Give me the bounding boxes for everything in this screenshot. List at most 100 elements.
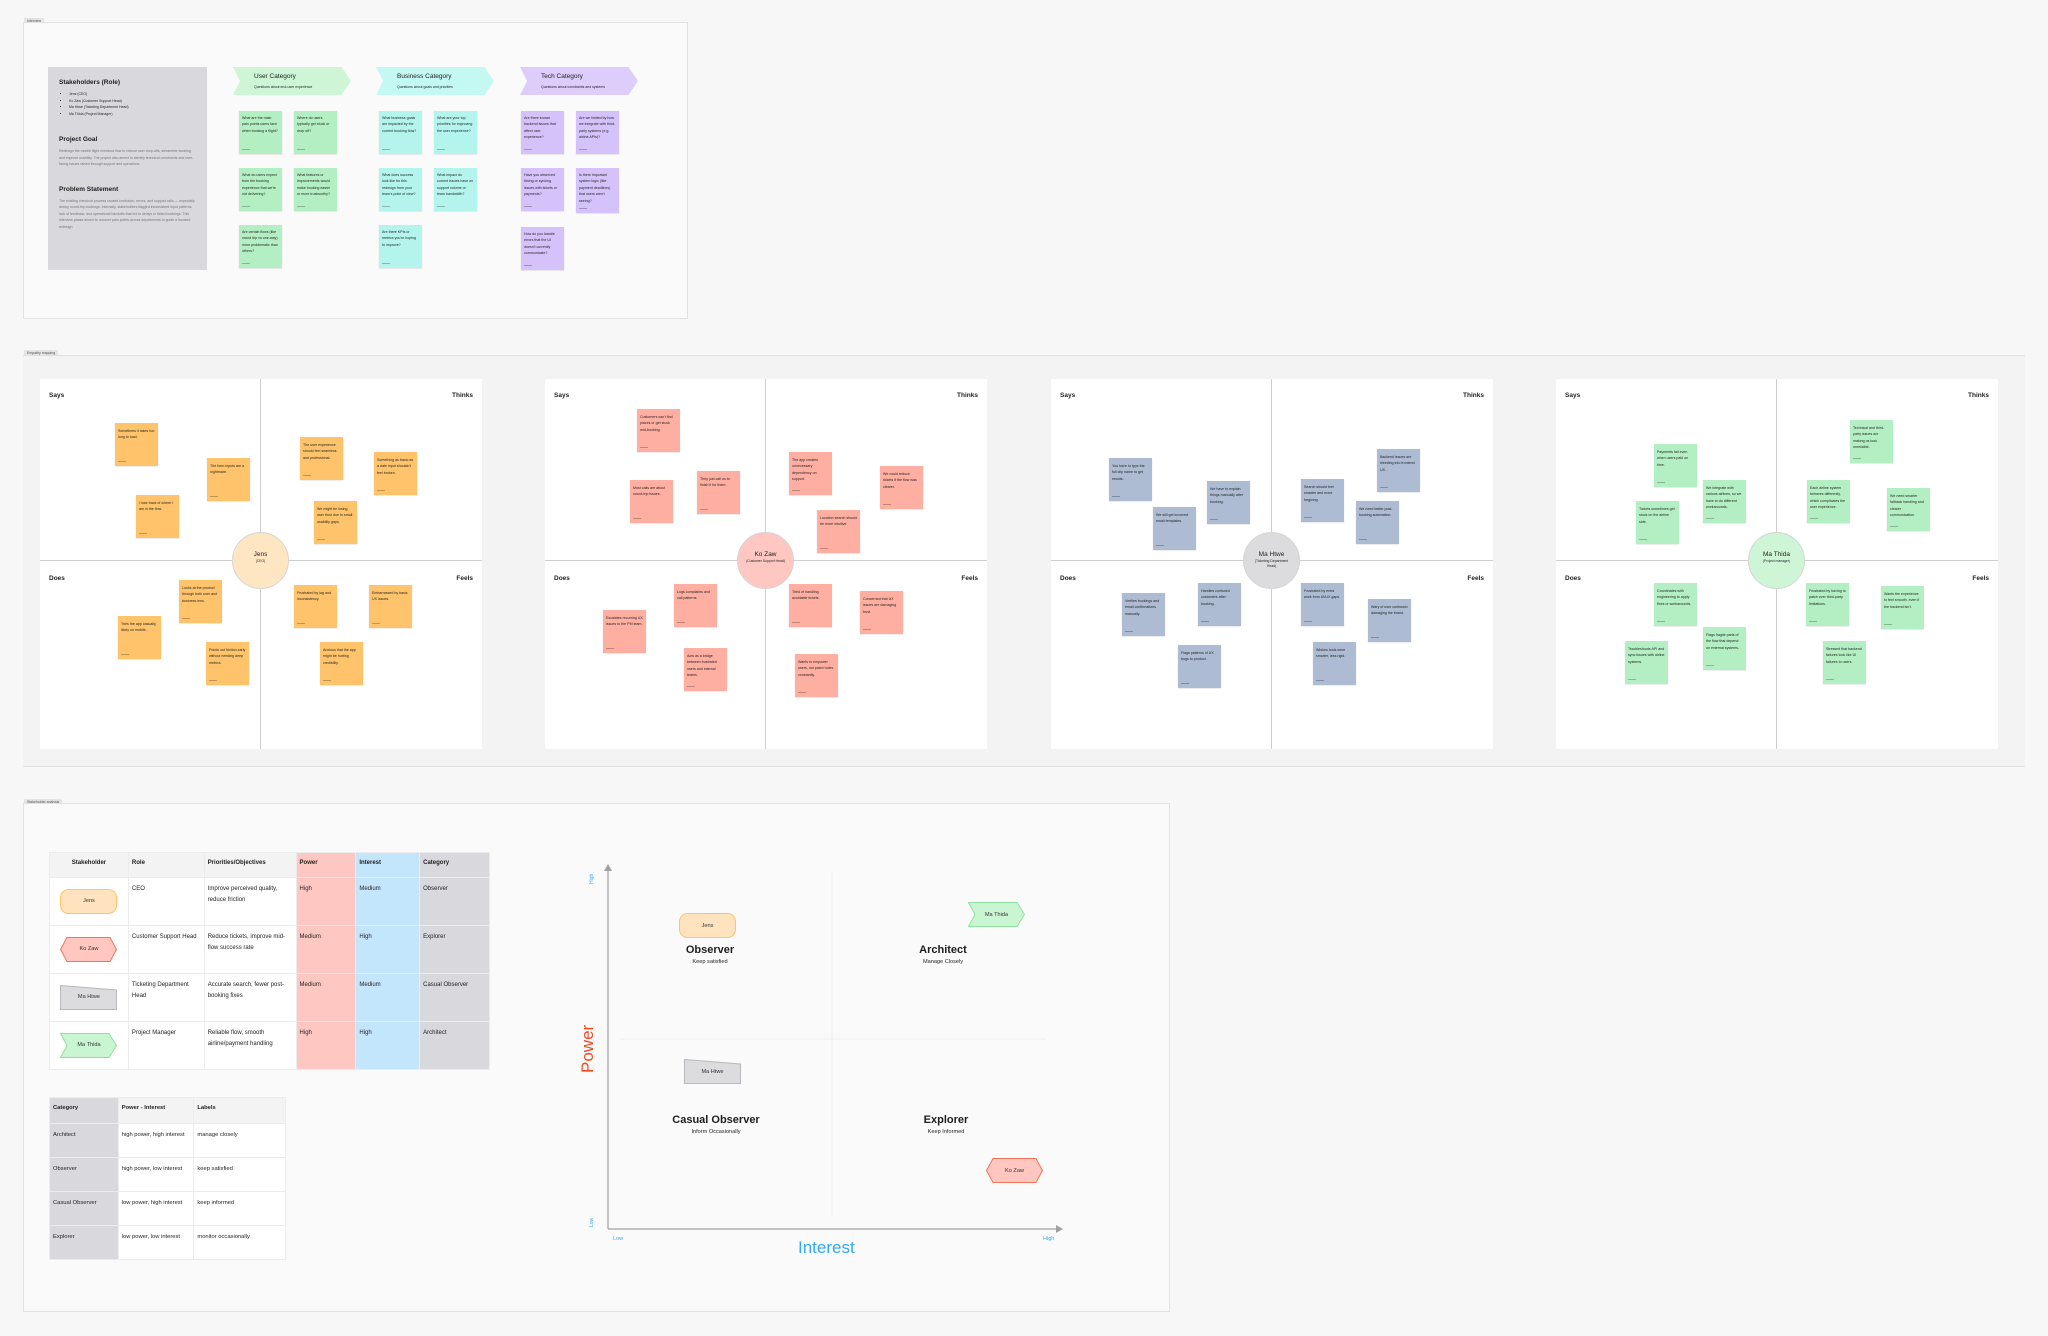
sticky-note-feels[interactable]: Embarrassed by basic UX issues. <box>369 585 412 628</box>
column-header-power-interest[interactable]: Power - Interest <box>117 1097 195 1124</box>
sticky-note-does[interactable]: Points out friction early without needin… <box>206 642 249 685</box>
sticky-note-feels[interactable]: Wishes tools were smarter, less rigid. <box>1313 642 1356 685</box>
stakeholder-shape-ma-htwe[interactable]: Ma Htwe <box>684 1059 741 1084</box>
sticky-note-says[interactable]: Customers can't find places or get stuck… <box>637 409 680 452</box>
sticky-note-feels[interactable]: Wary of user confusion damaging the bran… <box>1368 599 1411 642</box>
frame-label-analysis[interactable]: Stakeholder analysis <box>24 799 63 805</box>
sticky-note-thinks[interactable]: We need better post-booking automation. <box>1356 501 1399 544</box>
sticky-note-feels[interactable]: Frustrated by lag and inconsistency. <box>294 585 337 628</box>
stakeholder-shape-jens[interactable]: Jens <box>60 889 118 914</box>
column-header-power[interactable]: Power <box>295 852 357 878</box>
sticky-note-thinks[interactable]: Search should feel smarter and more forg… <box>1301 479 1344 522</box>
persona-circle[interactable]: Jens(CEO) <box>232 532 289 589</box>
question-sticky-note[interactable]: Have you observed timing or syncing issu… <box>521 168 564 211</box>
sticky-note-feels[interactable]: Concerned that UX issues are damaging tr… <box>860 591 903 634</box>
sticky-note-does[interactable]: Verifies bookings and email confirmation… <box>1122 593 1165 636</box>
stakeholder-shape-ko-zaw[interactable]: Ko Zaw <box>60 937 118 962</box>
stakeholder-list: Jens (CEO) Ko Zaw (Customer Support Head… <box>59 91 196 117</box>
sticky-note-says[interactable]: The form inputs are a nightmare. <box>207 458 250 501</box>
sticky-note-says[interactable]: Most calls are about round-trip issues. <box>630 480 673 523</box>
sticky-note-feels[interactable]: Wants to empower users, not patch holes … <box>795 654 838 697</box>
sticky-note-says[interactable]: We integrate with various airlines, so w… <box>1703 480 1746 523</box>
frame-label-interview[interactable]: Interview <box>24 18 45 24</box>
question-sticky-note[interactable]: What does success look like for this red… <box>379 168 422 211</box>
persona-circle[interactable]: Ma Thida(Project manager) <box>1748 532 1805 589</box>
sticky-note-says[interactable]: We still get incorrect email templates. <box>1153 507 1196 550</box>
question-sticky-note[interactable]: Are there KPIs or metrics you're hoping … <box>379 225 422 268</box>
sticky-note-says[interactable]: I lose track of where I am in the flow. <box>136 495 179 538</box>
sticky-note-says[interactable]: You have to type the full city name to g… <box>1109 458 1152 501</box>
shape-label: Jens <box>701 922 714 929</box>
question-sticky-note[interactable]: What features or improvements would make… <box>294 168 337 211</box>
sticky-note-thinks[interactable]: Something as basic as a date input shoul… <box>374 452 417 495</box>
question-sticky-note[interactable]: What are your top priorities for improvi… <box>434 111 477 154</box>
stakeholder-shape-ko-zaw[interactable]: Ko Zaw <box>986 1158 1043 1183</box>
column-header-stakeholder[interactable]: Stakeholder <box>49 852 129 878</box>
sticky-note-does[interactable]: Acts as a bridge between frustrated user… <box>684 648 727 691</box>
sticky-note-does[interactable]: Flags patterns of UX bugs to product. <box>1178 645 1221 688</box>
quadrant-label-does: Does <box>1060 575 1076 582</box>
column-header-labels[interactable]: Labels <box>193 1097 286 1124</box>
sticky-note-says[interactable]: Payments fail even when users paid on ti… <box>1654 444 1697 487</box>
sticky-note-thinks[interactable]: Backend issues are bleeding into fronten… <box>1377 449 1420 492</box>
sticky-note-does[interactable]: Troubleshoots API and sync issues with a… <box>1625 641 1668 684</box>
stakeholder-list-item: Ma Thida (Project Manager) <box>69 111 196 118</box>
sticky-note-says[interactable]: We have to explain things manually after… <box>1207 481 1250 524</box>
stakeholder-shape-ma-thida[interactable]: Ma Thida <box>60 1033 118 1058</box>
sticky-note-thinks[interactable]: We might be losing user trust due to sma… <box>314 501 357 544</box>
sticky-note-feels[interactable]: Anxious that the app might be hurting cr… <box>320 642 363 685</box>
frame-label-empathy[interactable]: Empathy mapping <box>24 350 59 356</box>
question-sticky-note[interactable]: What business goals are impacted by the … <box>379 111 422 154</box>
stakeholder-shape-jens[interactable]: Jens <box>679 913 736 938</box>
column-header-category[interactable]: Category <box>419 852 490 878</box>
sticky-note-does[interactable]: Flags fragile parts of the flow that dep… <box>1703 627 1746 670</box>
sticky-note-thinks[interactable]: We need smarter fallback handling and cl… <box>1887 488 1930 531</box>
sticky-note-feels[interactable]: Stressed that backend failures look like… <box>1823 641 1866 684</box>
shape-outline <box>986 1158 1043 1183</box>
question-sticky-note[interactable]: Are there known backend issues that affe… <box>521 111 564 154</box>
x-axis-title: Interest <box>798 1238 855 1257</box>
column-header-priorities-objectives[interactable]: Priorities/Objectives <box>203 852 297 878</box>
sticky-note-says[interactable]: Tickets sometimes get stuck on the airli… <box>1636 501 1679 544</box>
sticky-note-thinks[interactable]: The user experience should feel seamless… <box>300 437 343 480</box>
persona-circle[interactable]: Ma Htwe(Ticketing Department Head) <box>1243 532 1300 589</box>
sticky-note-feels[interactable]: Frustrated by having to patch over third… <box>1806 583 1849 626</box>
sticky-note-thinks[interactable]: Each airline system behaves differently,… <box>1807 480 1850 523</box>
sticky-note-feels[interactable]: Wants the experience to feel smooth, eve… <box>1881 586 1924 629</box>
question-sticky-note[interactable]: What do users expect from the booking ex… <box>239 168 282 211</box>
question-sticky-note[interactable]: Where do users typically get stuck or dr… <box>294 111 337 154</box>
sticky-note-does[interactable]: Handles confused customers after booking… <box>1198 583 1241 626</box>
question-sticky-note[interactable]: Are certain flows (like round trip vs on… <box>239 225 282 268</box>
sticky-note-says[interactable]: Sometimes it takes too long to load. <box>115 423 158 466</box>
stakeholder-shape-ma-htwe[interactable]: Ma Htwe <box>60 985 118 1010</box>
question-sticky-note[interactable]: Is there important system logic (like pa… <box>576 168 619 214</box>
sticky-note-does[interactable]: Logs complaints and call patterns. <box>674 584 717 627</box>
sticky-note-does[interactable]: Tries the app casually, likely on mobile… <box>118 616 161 659</box>
sticky-note-thinks[interactable]: Technical and third-party issues are mak… <box>1850 420 1893 463</box>
persona-circle[interactable]: Ko Zaw(Customer Support Head) <box>737 532 794 589</box>
sticky-note-thinks[interactable]: Location search should be more intuitive… <box>817 510 860 553</box>
question-sticky-note[interactable]: How do you handle errors that the UI doe… <box>521 227 564 271</box>
stakeholder-shape-ma-thida[interactable]: Ma Thida <box>968 902 1025 927</box>
sticky-note-feels[interactable]: Frustrated by extra work from UI/UX gaps… <box>1301 583 1344 626</box>
question-sticky-note[interactable]: Are we limited by how we integrate with … <box>576 111 619 154</box>
sticky-note-feels[interactable]: Tired of handling avoidable tickets. <box>789 584 832 627</box>
sticky-note-thinks[interactable]: The app creates unnecessary dependency o… <box>789 452 832 495</box>
sticky-note-does[interactable]: Looks at the product through both user a… <box>179 580 222 623</box>
column-header-role[interactable]: Role <box>127 852 205 878</box>
sticky-note-thinks[interactable]: We could reduce tickets if the flow was … <box>880 466 923 509</box>
x-high-label: High <box>1043 1236 1055 1242</box>
y-axis-arrow-icon <box>604 864 612 871</box>
sticky-note-does[interactable]: Coordinates with engineering to apply fi… <box>1654 583 1697 626</box>
sticky-note-says[interactable]: They just call us to finish it for them. <box>697 471 740 514</box>
column-header-category[interactable]: Category <box>49 1097 119 1124</box>
question-sticky-note[interactable]: What impact do current issues have on su… <box>434 168 477 211</box>
question-sticky-note[interactable]: What are the main pain points users face… <box>239 111 282 154</box>
category-title: User Category <box>254 73 296 80</box>
sticky-note-does[interactable]: Escalates recurring UX issues to the PM … <box>603 610 646 653</box>
